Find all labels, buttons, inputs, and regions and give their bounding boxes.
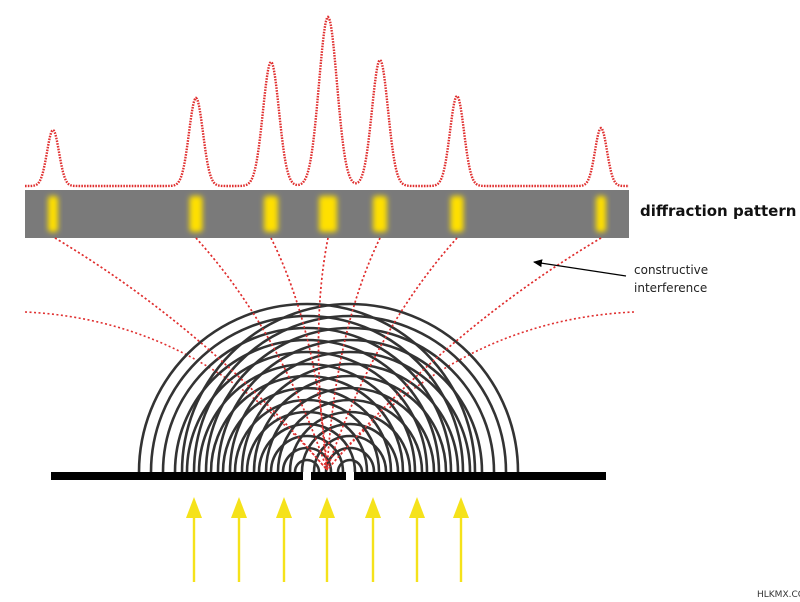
wave-arc [228, 350, 472, 473]
bright-fringe [373, 196, 387, 232]
wave-arc [324, 446, 376, 473]
wave-arc [288, 410, 412, 473]
wave-arc [269, 434, 345, 473]
wave-arc [293, 458, 321, 473]
wave-arc [204, 326, 496, 473]
bright-fringe [450, 196, 464, 232]
incoming-arrow [186, 497, 202, 582]
interference-ray [54, 237, 328, 471]
interference-label: interference [634, 281, 707, 295]
incoming-arrow [319, 497, 335, 582]
annotation-arrow [533, 259, 627, 277]
interference-ray [326, 237, 602, 471]
incoming-arrow [453, 497, 469, 582]
intensity-curve [25, 15, 629, 188]
interference-ray [317, 237, 329, 471]
wave-arc [252, 374, 448, 473]
slit-barrier [51, 472, 606, 480]
incoming-light-arrows [186, 497, 469, 582]
barrier-center [311, 472, 346, 480]
barrier-right [354, 472, 606, 480]
bright-fringe [48, 196, 58, 232]
bright-fringe [264, 196, 278, 232]
wave-arc [221, 386, 393, 473]
bright-fringe [189, 196, 203, 232]
wave-arc [216, 338, 484, 473]
incoming-arrow [231, 497, 247, 582]
constructive-label: constructive [634, 263, 708, 277]
interference-rays [54, 237, 602, 471]
bright-fringes [48, 196, 606, 232]
barrier-left [51, 472, 303, 480]
wave-arc [180, 302, 520, 473]
incoming-arrow [276, 497, 292, 582]
bright-fringe [596, 196, 606, 232]
wave-arc [264, 386, 436, 473]
bright-fringe [319, 196, 337, 232]
watermark-text: HLKMX.COM [757, 590, 800, 600]
wave-arc [336, 458, 364, 473]
interference-path [24, 311, 328, 471]
interference-ray [326, 237, 458, 471]
wave-arc [312, 434, 388, 473]
wave-arc [276, 398, 424, 473]
incoming-arrow [365, 497, 381, 582]
diffraction-pattern-label: diffraction pattern [640, 202, 796, 220]
incoming-arrow [409, 497, 425, 582]
wave-arc [257, 422, 357, 473]
wave-arc [240, 362, 460, 473]
diffraction-screen [25, 190, 629, 238]
wave-arc [192, 314, 508, 473]
interference-ray [195, 237, 328, 471]
wave-arc [245, 410, 369, 473]
wave-arc [300, 422, 400, 473]
